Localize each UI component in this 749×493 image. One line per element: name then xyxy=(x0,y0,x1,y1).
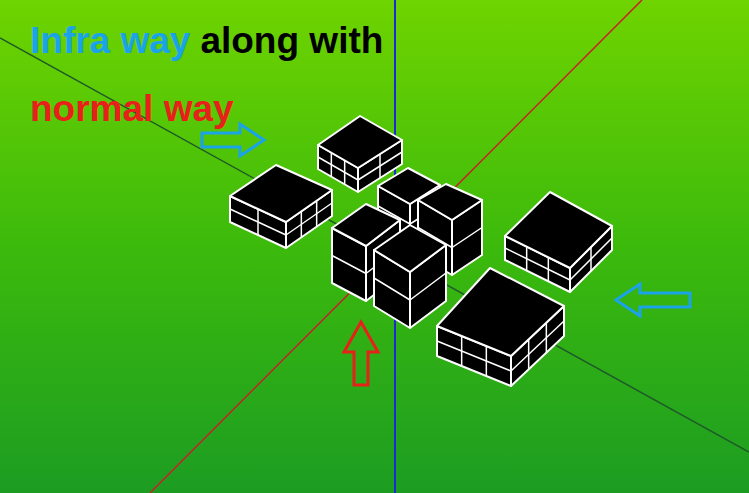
infra-arrow xyxy=(616,284,690,316)
box-grid xyxy=(379,154,381,178)
box-grid xyxy=(410,273,446,300)
box-grid xyxy=(374,278,410,300)
box-face xyxy=(230,165,332,222)
box-face xyxy=(437,268,564,356)
box-face xyxy=(505,192,612,268)
box-grid xyxy=(461,336,463,366)
box-grid xyxy=(528,339,530,369)
box-grid xyxy=(546,323,548,353)
box-grid xyxy=(332,256,366,274)
box-face xyxy=(374,225,446,272)
box-grid xyxy=(486,346,488,376)
box-grid xyxy=(526,247,528,271)
box-grid xyxy=(452,228,482,248)
heading-text: Infra way xyxy=(30,22,190,59)
heading-text: along with xyxy=(200,22,383,59)
box-face xyxy=(418,184,482,220)
infra-arrow xyxy=(202,124,264,156)
box-face xyxy=(318,116,402,168)
normal-arrow xyxy=(344,322,378,385)
heading-text: normal way xyxy=(30,90,234,127)
box-grid xyxy=(590,247,592,271)
green-axis xyxy=(0,38,749,452)
box-grid xyxy=(316,201,318,227)
box-grid xyxy=(301,211,303,237)
box-grid xyxy=(257,209,259,235)
box-grid xyxy=(344,160,346,184)
box-grid xyxy=(331,153,333,177)
box-grid xyxy=(548,257,550,281)
red-axis xyxy=(150,0,642,493)
